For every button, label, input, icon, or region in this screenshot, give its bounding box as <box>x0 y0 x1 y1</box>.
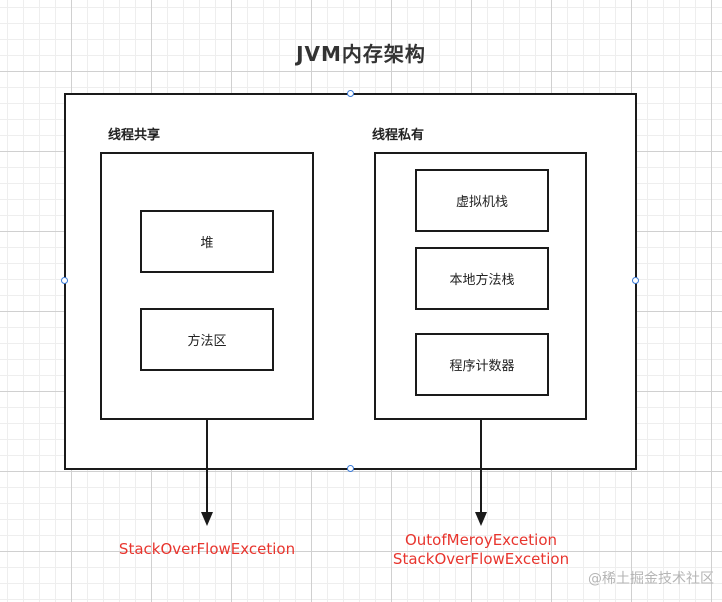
native-method-stack-box[interactable]: 本地方法栈 <box>415 247 549 310</box>
method-area-box[interactable]: 方法区 <box>140 308 274 371</box>
heap-box[interactable]: 堆 <box>140 210 274 273</box>
private-exception-label-1: OutofMeroyExcetion <box>404 531 557 549</box>
shared-exception-label: StackOverFlowExcetion <box>118 540 296 558</box>
private-exception-label-2: StackOverFlowExcetion <box>392 550 570 568</box>
private-exception-arrow[interactable] <box>475 420 487 526</box>
watermark: @稀土掘金技术社区 <box>588 571 714 587</box>
selection-handle-top[interactable] <box>347 90 354 97</box>
vm-stack-box[interactable]: 虚拟机栈 <box>415 169 549 232</box>
shared-exception-arrow[interactable] <box>201 420 213 526</box>
selection-handle-right[interactable] <box>632 277 639 284</box>
selection-handle-bottom[interactable] <box>347 465 354 472</box>
diagram-title: JVM内存架构 <box>296 42 426 66</box>
program-counter-box[interactable]: 程序计数器 <box>415 333 549 396</box>
shared-group-label: 线程共享 <box>108 128 161 143</box>
selection-handle-left[interactable] <box>61 277 68 284</box>
shared-group-box[interactable] <box>100 152 314 420</box>
private-group-label: 线程私有 <box>372 128 425 143</box>
